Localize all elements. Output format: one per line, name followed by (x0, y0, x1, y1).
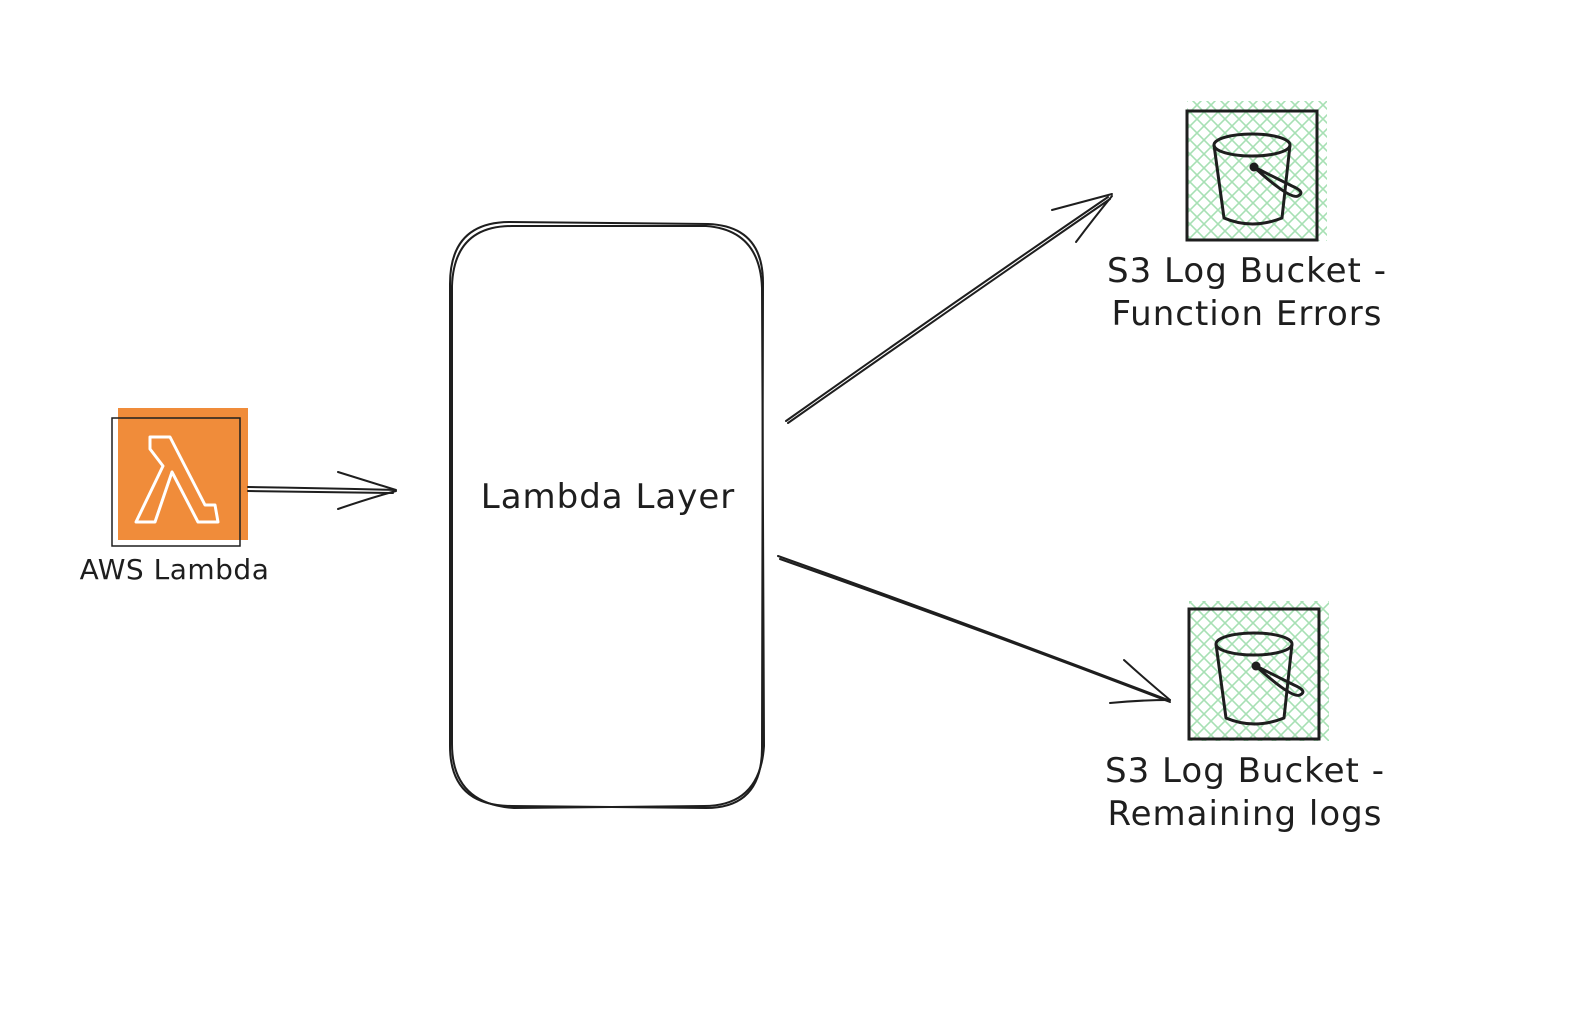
arrow-layer-to-errors (785, 193, 1113, 424)
bucket-icon (1185, 101, 1327, 242)
aws-lambda-label: AWS Lambda (79, 553, 270, 586)
bucket-errors-label-line1: S3 Log Bucket - (1107, 251, 1387, 291)
arrow-layer-to-remaining (777, 555, 1171, 704)
lambda-layer-box (449, 220, 766, 810)
arrow-lambda-to-layer (247, 471, 397, 510)
bucket-icon (1187, 601, 1329, 741)
lambda-icon (111, 408, 248, 547)
bucket-errors-label-line2: Function Errors (1111, 293, 1383, 334)
bucket-remaining-label: S3 Log Bucket - Remaining logs (1060, 750, 1430, 835)
bucket-remaining-label-line1: S3 Log Bucket - (1105, 751, 1385, 791)
lambda-layer-label: Lambda Layer (480, 477, 736, 517)
bucket-errors-label: S3 Log Bucket - Function Errors (1062, 250, 1432, 335)
bucket-remaining-label-line2: Remaining logs (1107, 793, 1383, 834)
